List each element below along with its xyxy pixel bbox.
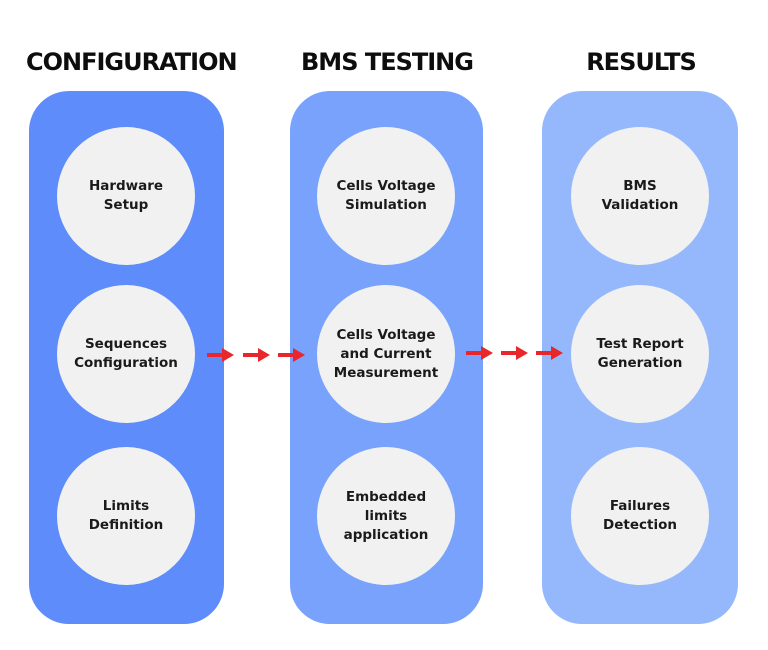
node-test-report-generation: Test Report Generation — [571, 285, 709, 423]
node-label: Test Report Generation — [596, 336, 684, 371]
node-sequences-configuration: Sequences Configuration — [57, 285, 195, 423]
node-embedded-limits-application: Embedded limits application — [317, 447, 455, 585]
arrow-right-icon — [243, 348, 270, 362]
node-label: Limits Definition — [88, 498, 164, 533]
arrow-right-icon — [501, 346, 528, 360]
node-label: Sequences Configuration — [74, 336, 178, 371]
arrow-right-icon — [536, 346, 563, 360]
node-label: Cells Voltage and Current Measurement — [333, 326, 439, 381]
arrow-right-icon — [207, 348, 234, 362]
column-title-results: RESULTS — [586, 48, 697, 76]
node-cells-voltage-current-measurement: Cells Voltage and Current Measurement — [317, 285, 455, 423]
node-label: BMS Validation — [601, 178, 679, 213]
node-label: Failures Detection — [603, 498, 677, 533]
arrow-right-icon — [466, 346, 493, 360]
node-failures-detection: Failures Detection — [571, 447, 709, 585]
column-title-configuration: CONFIGURATION — [26, 48, 238, 76]
node-bms-validation: BMS Validation — [571, 127, 709, 265]
node-cells-voltage-simulation: Cells Voltage Simulation — [317, 127, 455, 265]
node-limits-definition: Limits Definition — [57, 447, 195, 585]
node-label: Embedded limits application — [343, 488, 429, 543]
node-hardware-setup: Hardware Setup — [57, 127, 195, 265]
arrow-right-icon — [278, 348, 305, 362]
column-title-bms-testing: BMS TESTING — [301, 48, 474, 76]
node-label: Cells Voltage Simulation — [336, 178, 436, 213]
node-label: Hardware Setup — [88, 178, 164, 213]
